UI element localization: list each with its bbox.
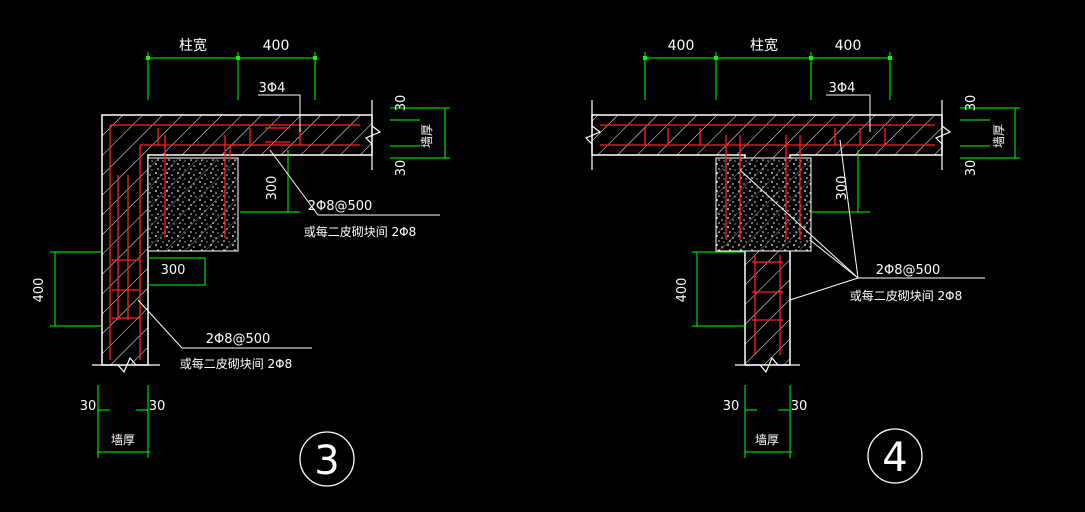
detail-3-dim-right-top: 30 <box>394 95 409 112</box>
detail-3-dim-bottom-right: 30 <box>149 399 166 414</box>
detail-3-dim-right-bottom: 30 <box>394 160 409 177</box>
detail-4-rebar-top: 3Φ4 <box>829 81 856 96</box>
detail-3-callout-b-line1: 2Φ8@500 <box>206 332 271 347</box>
detail-3-dim-col-width: 300 <box>161 263 186 278</box>
detail-4-leaders <box>739 94 985 301</box>
detail-3-dim-right-label: 墙厚 <box>420 124 434 148</box>
detail-4-callout-line2: 或每二皮砌块间 2Φ8 <box>850 288 963 303</box>
detail-3-rebar-top: 3Φ4 <box>259 81 286 96</box>
detail-4-dim-top-b: 柱宽 <box>750 37 778 54</box>
detail-3-dim-top-a: 柱宽 <box>179 37 207 54</box>
detail-3-dim-col-height: 300 <box>265 176 280 201</box>
detail-3-number: 3 <box>314 438 339 484</box>
detail-4-number-circle <box>867 428 923 484</box>
detail-3-dim-bottom-label: 墙厚 <box>111 433 135 447</box>
detail-4-dim-top-c: 400 <box>835 38 862 54</box>
detail-3-break-bottom <box>92 356 160 374</box>
detail-4-dim-bottom-right: 30 <box>791 399 808 414</box>
detail-3-rebar <box>109 124 360 360</box>
detail-3-dim-top-b: 400 <box>263 38 290 54</box>
detail-4-dim-col-height: 300 <box>835 176 850 201</box>
detail-3-leaders <box>137 94 440 349</box>
detail-3-break-right <box>364 100 382 170</box>
detail-4-dim-bottom-label: 墙厚 <box>755 433 779 447</box>
detail-4-break-left <box>584 100 602 170</box>
detail-4-rebar <box>600 124 935 355</box>
detail-4-dim-right-bottom: 30 <box>964 160 979 177</box>
detail-4-dim-left: 400 <box>675 278 690 303</box>
detail-3-dim-ticks <box>146 56 317 60</box>
detail-4-break-bottom <box>735 356 800 374</box>
detail-4-break-right <box>934 100 952 170</box>
detail-3-callout-a-line1: 2Φ8@500 <box>308 199 373 214</box>
detail-3-callout-a-line2: 或每二皮砌块间 2Φ8 <box>304 224 417 239</box>
detail-4-callout-line1: 2Φ8@500 <box>876 263 941 278</box>
detail-4: 400 柱宽 400 30 30 墙厚 300 400 30 30 墙厚 3Φ4… <box>584 37 1020 484</box>
detail-4-dimensions <box>644 52 1020 458</box>
detail-3: 柱宽 400 30 30 墙厚 300 400 300 30 30 墙厚 3Φ4… <box>32 37 450 487</box>
detail-3-callout-b-line2: 或每二皮砌块间 2Φ8 <box>180 356 293 371</box>
detail-4-dim-right-top: 30 <box>964 95 979 112</box>
detail-4-dim-ticks <box>643 56 892 60</box>
detail-3-number-circle <box>299 431 355 487</box>
detail-3-dim-left: 400 <box>32 278 47 303</box>
detail-4-number: 4 <box>882 435 907 481</box>
detail-4-dim-bottom-left: 30 <box>723 399 740 414</box>
detail-4-dim-right-label: 墙厚 <box>992 124 1006 148</box>
detail-3-dim-bottom-left: 30 <box>80 399 97 414</box>
detail-4-dim-top-a: 400 <box>668 38 695 54</box>
